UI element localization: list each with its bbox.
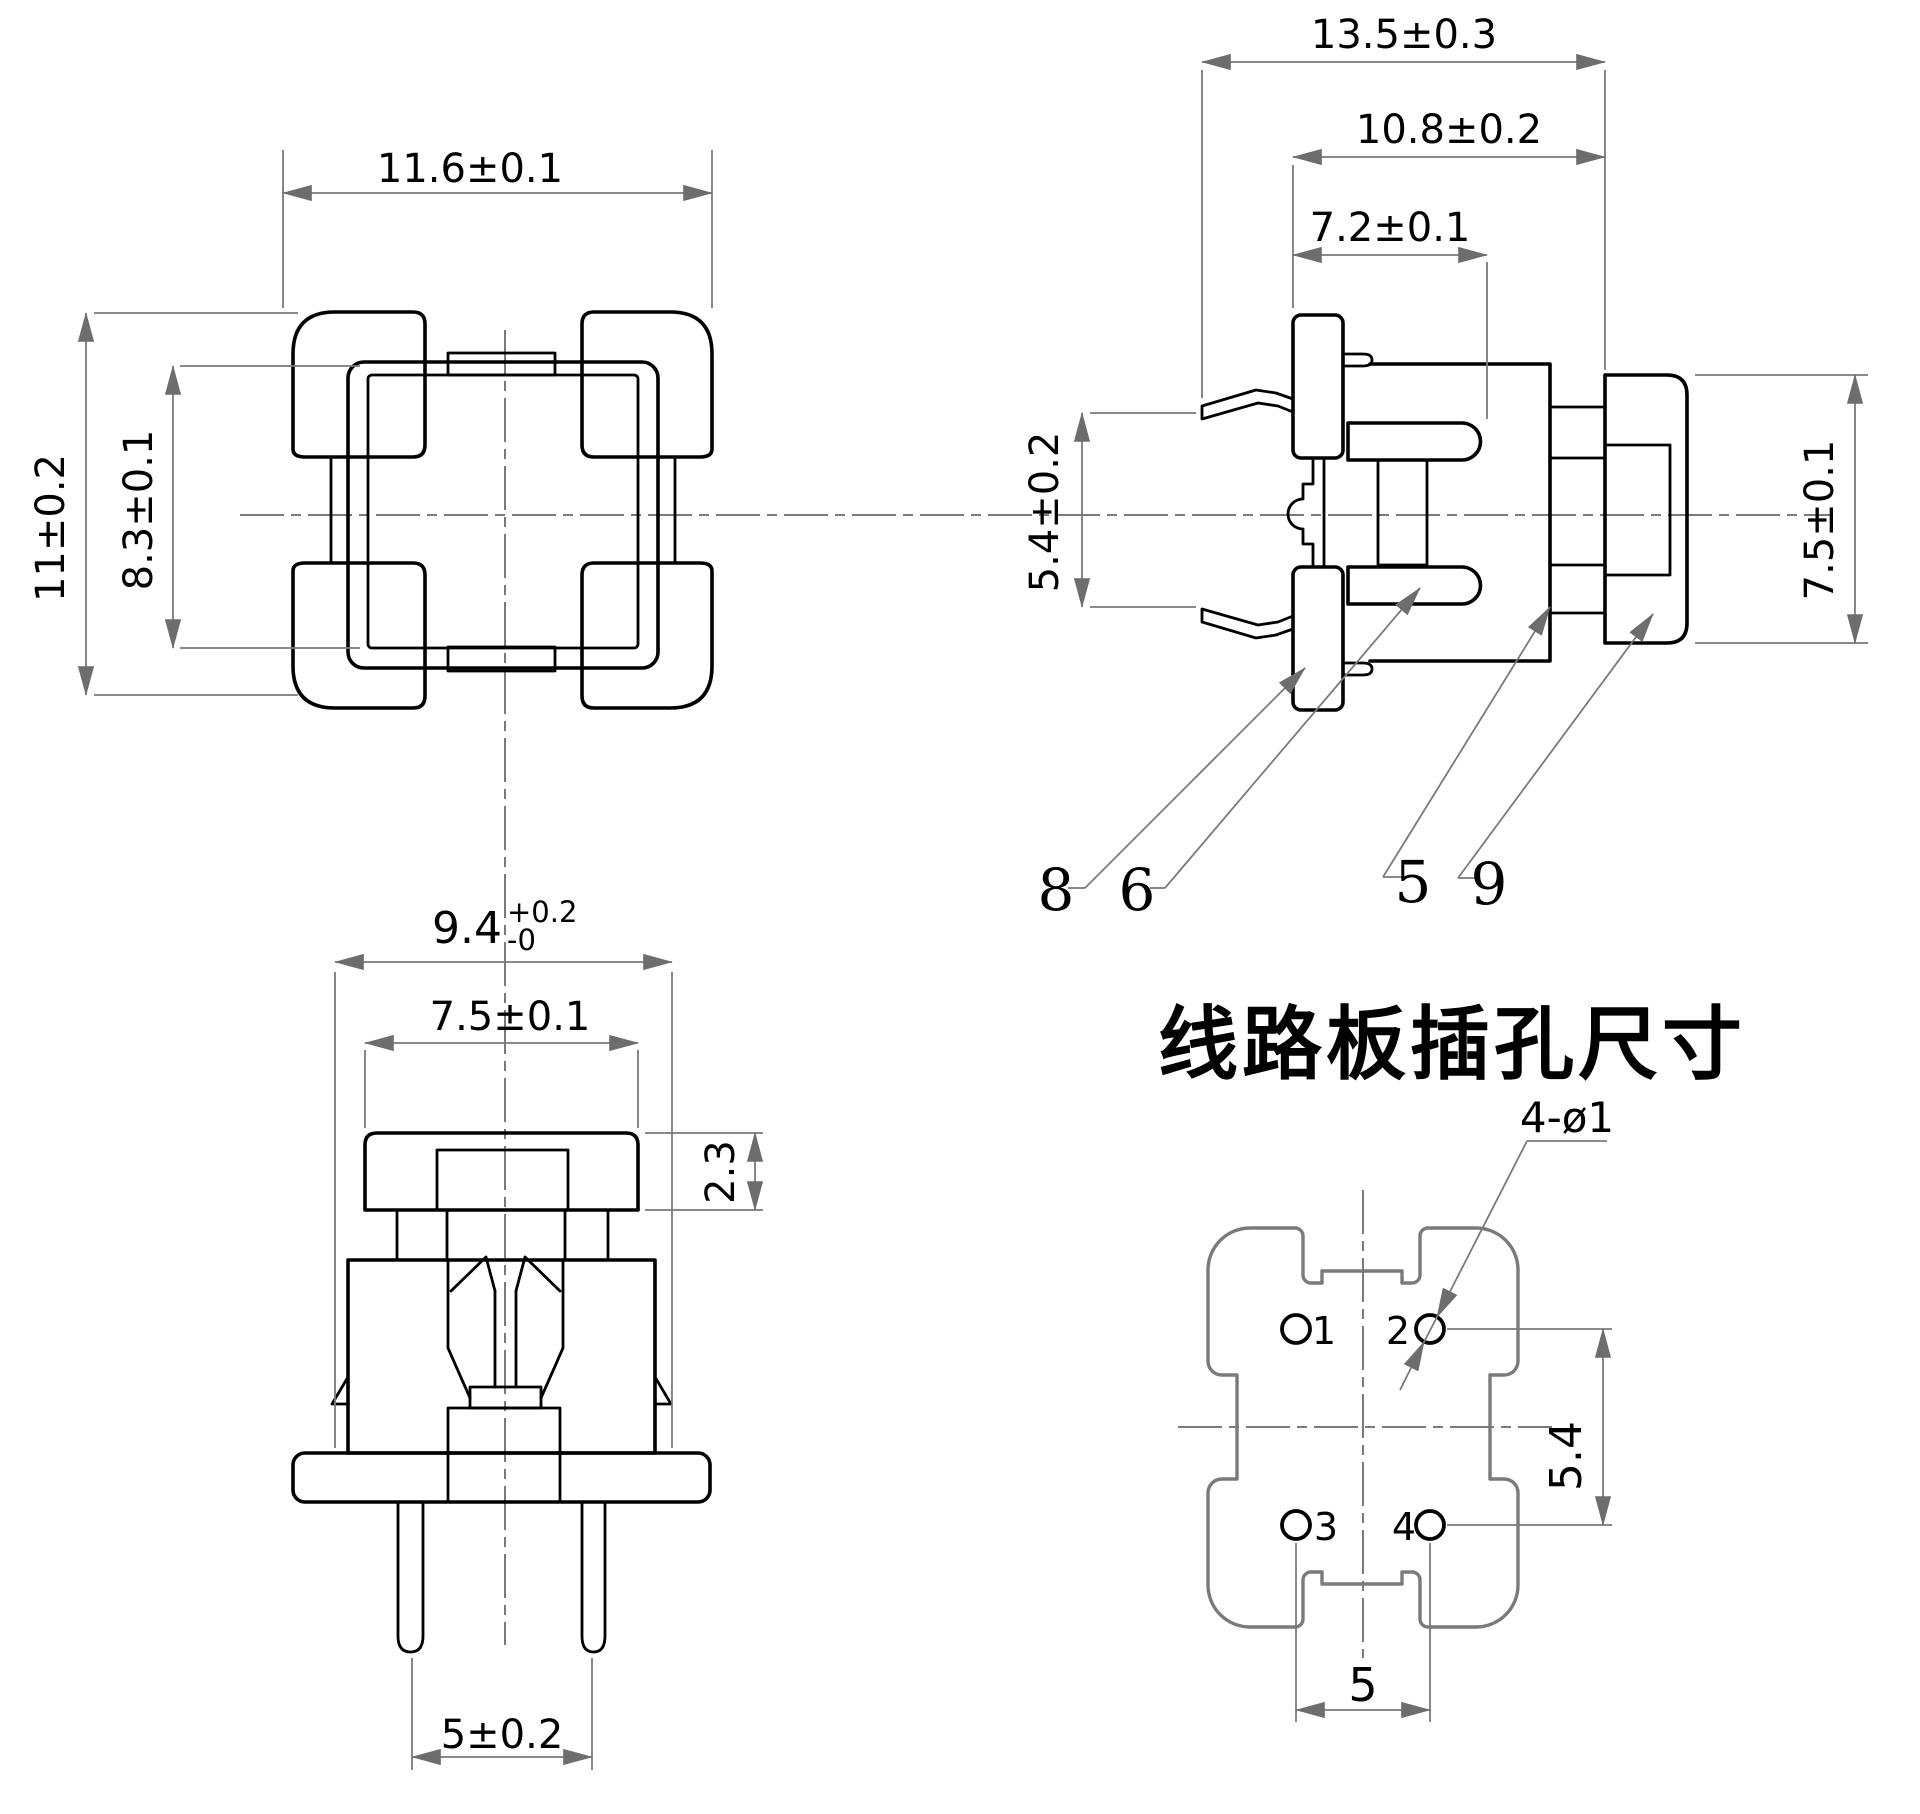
dim-side-cap-diameter: 7.5±0.1 (1695, 373, 1868, 645)
dim-front-cap-height: 2.3 (645, 1131, 764, 1212)
dim-text-front-cap-width: 7.5±0.1 (430, 994, 591, 1040)
dim-text-side-contact-width: 7.2±0.1 (1310, 205, 1471, 251)
pcb-hole-view: 线路板插孔尺寸 1 2 3 4 4-ø1 5.4 (1158, 998, 1746, 1722)
dim-text-pcb-col-pitch: 5 (1348, 1658, 1377, 1712)
corner-lobe-bottom-right (580, 561, 714, 710)
corner-lobe-top-right (580, 310, 714, 459)
front-view: 9.4 +0.2 -0 7.5±0.1 2.3 5±0.2 (291, 895, 764, 1770)
dim-side-contact-width: 7.2±0.1 (1291, 205, 1489, 419)
center-lines (240, 330, 1830, 1645)
top-view: 11.6±0.1 11±0.2 8.3±0.1 (28, 146, 714, 710)
pcb-holes: 1 2 3 4 (1280, 1309, 1446, 1549)
button-face (366, 373, 640, 650)
dim-text-side-total-width: 13.5±0.3 (1311, 12, 1497, 58)
hole-label-4: 4 (1392, 1505, 1416, 1549)
dim-side-lead-spacing: 5.4±0.2 (1022, 411, 1196, 609)
dim-text-side-cap-diameter: 7.5±0.1 (1797, 440, 1843, 601)
cap-front-inner (435, 1148, 570, 1212)
post-right (563, 1208, 610, 1262)
side-view: 13.5±0.3 10.8±0.2 7.2±0.1 5.4±0.2 7.5±0.… (1022, 12, 1868, 924)
dim-text-front-cap-height: 2.3 (698, 1140, 744, 1204)
lead-bottom (1200, 607, 1295, 640)
right-side-strip (656, 455, 677, 565)
top-tab (446, 351, 557, 377)
clip-right (653, 1375, 673, 1406)
hole-label-1: 1 (1312, 1309, 1336, 1353)
part-callouts: 8 6 5 9 (1038, 587, 1654, 924)
dim-front-pin-pitch: 5±0.2 (410, 1658, 594, 1770)
dim-text-top-width: 11.6±0.1 (377, 146, 563, 192)
standoff-bottom (1291, 565, 1345, 712)
body-edges (1368, 362, 1552, 663)
dim-text-side-lead-spacing: 5.4±0.2 (1022, 432, 1068, 593)
top-view-geometry (291, 310, 714, 710)
dim-top-inner-height: 8.3±0.1 (116, 364, 360, 650)
body-bottom-tab (1341, 661, 1374, 677)
cap-side-inner (1603, 443, 1672, 577)
dim-text-front-pin-pitch: 5±0.2 (441, 1712, 564, 1758)
hole-1 (1280, 1313, 1312, 1345)
hole-callout-text: 4-ø1 (1520, 1093, 1614, 1142)
contact-slot-lower (1346, 565, 1483, 606)
cap-front (363, 1131, 640, 1212)
body-front (346, 1258, 657, 1455)
hole-label-3: 3 (1314, 1505, 1338, 1549)
body-top-tab (1341, 352, 1374, 368)
stem-tab-lower (1548, 563, 1607, 615)
part-label-5: 5 (1395, 848, 1432, 916)
side-view-geometry (1200, 313, 1689, 712)
dim-front-cap-width: 7.5±0.1 (363, 994, 640, 1128)
base-flange (291, 1451, 712, 1504)
plunger-wall-right (539, 1258, 565, 1400)
pcb-heading: 线路板插孔尺寸 (1158, 998, 1746, 1091)
dim-top-width: 11.6±0.1 (281, 146, 714, 308)
dim-text-pcb-row-spacing: 5.4 (1541, 1421, 1592, 1491)
cap-side (1603, 373, 1689, 645)
left-side-strip (329, 455, 350, 565)
dim-text-front-body-width: 9.4 (432, 903, 502, 954)
pin-left (396, 1500, 425, 1654)
clip-left (330, 1375, 350, 1406)
hole-4 (1414, 1509, 1446, 1541)
dim-pcb-row-spacing: 5.4 (1447, 1327, 1612, 1527)
plunger-wall-left (446, 1258, 472, 1400)
hole-label-2: 2 (1386, 1309, 1410, 1353)
center-neck (1286, 456, 1315, 569)
pin-right (580, 1500, 607, 1654)
dim-text-front-body-width-tol-lower: -0 (507, 923, 536, 957)
post-left (395, 1208, 449, 1262)
bottom-tab (446, 645, 557, 673)
dim-front-body-width: 9.4 +0.2 -0 (333, 895, 674, 1448)
lead-top (1200, 388, 1295, 421)
standoff-top (1291, 313, 1345, 460)
dim-top-height: 11±0.2 (28, 311, 298, 697)
part-label-9: 9 (1471, 850, 1508, 918)
part-label-8: 8 (1038, 856, 1075, 924)
contact-slot-upper (1346, 421, 1483, 462)
hole-3 (1280, 1509, 1312, 1541)
dim-text-top-height: 11±0.2 (28, 454, 74, 602)
dim-text-side-body-width: 10.8±0.2 (1356, 107, 1542, 153)
front-view-geometry (291, 1131, 712, 1654)
barb-left (449, 1255, 497, 1293)
hole-2 (1414, 1313, 1446, 1345)
pcb-hole-callout: 4-ø1 (1399, 1093, 1614, 1391)
dim-text-front-body-width-tol-upper: +0.2 (507, 895, 577, 929)
part-label-6: 6 (1119, 856, 1156, 924)
corner-lobe-top-left (291, 310, 427, 459)
dim-pcb-col-pitch: 5 (1294, 1543, 1432, 1722)
dim-side-body-width: 10.8±0.2 (1291, 107, 1607, 308)
contact-block (1376, 458, 1429, 567)
barb-right (514, 1255, 562, 1293)
stem-tab-upper (1548, 405, 1607, 460)
dim-text-top-inner-height: 8.3±0.1 (116, 430, 162, 591)
corner-lobe-bottom-left (291, 561, 427, 710)
pcb-footprint-outline (1206, 1226, 1520, 1629)
dim-side-total-width: 13.5±0.3 (1200, 12, 1607, 398)
